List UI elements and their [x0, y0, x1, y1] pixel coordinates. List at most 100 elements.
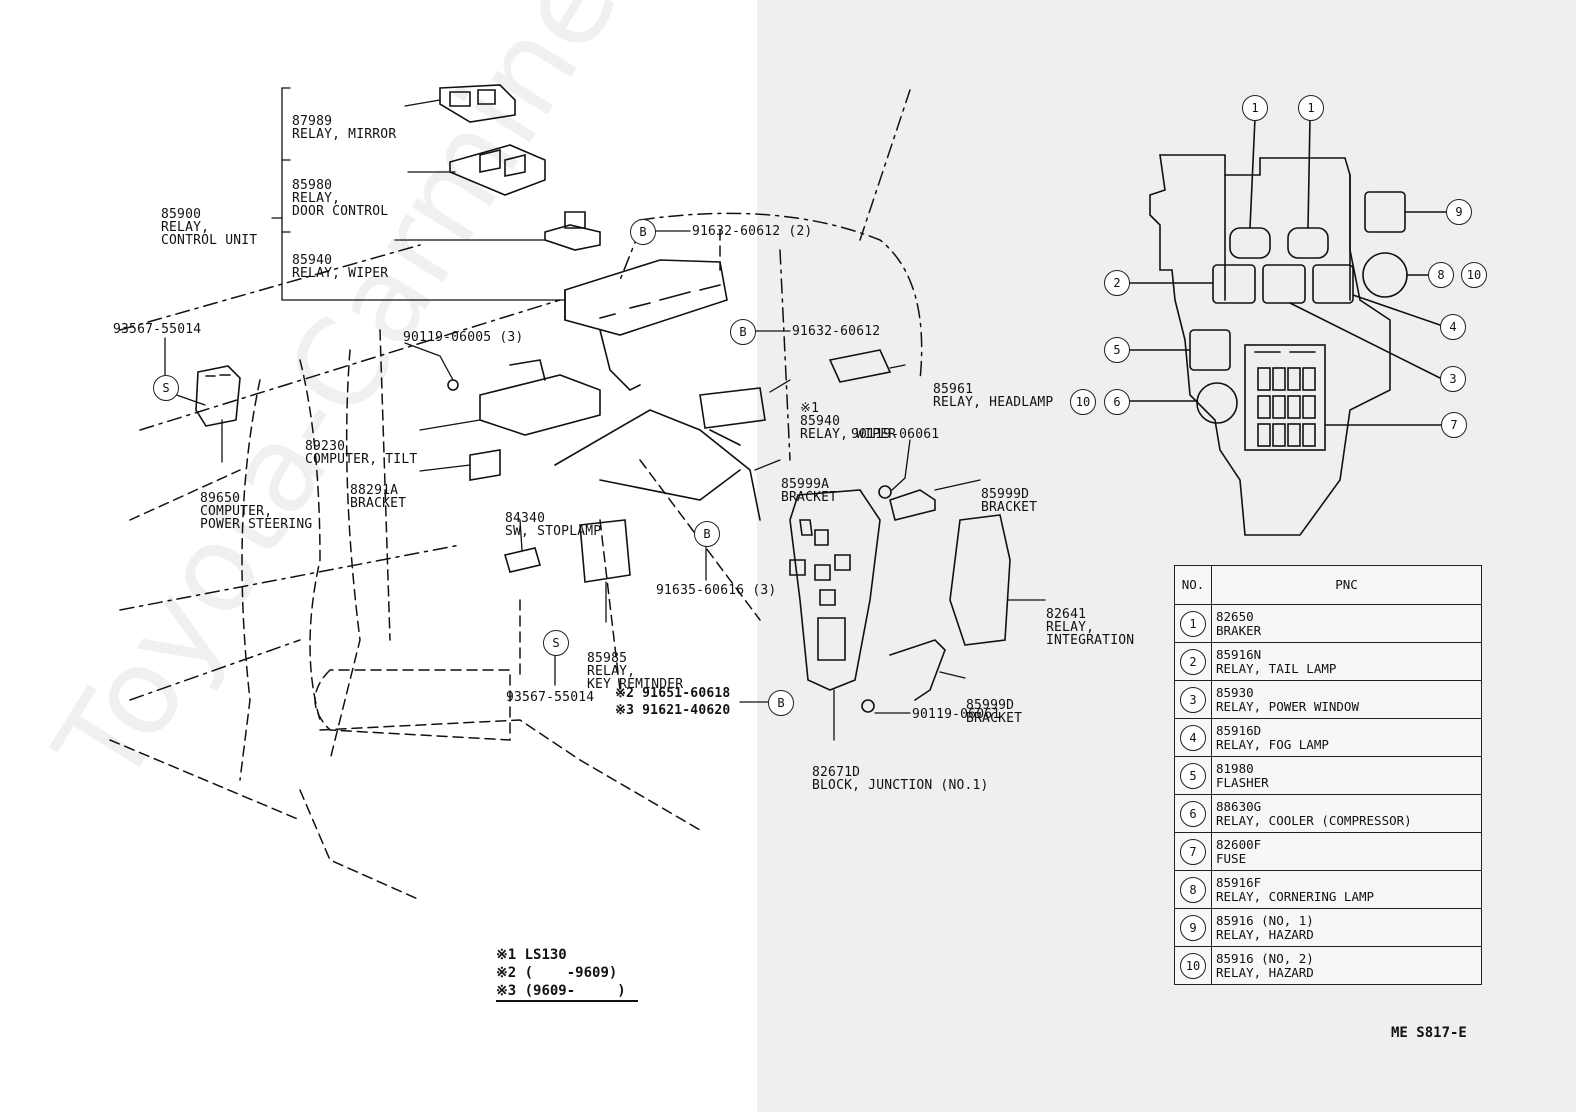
screw-shape — [447, 379, 459, 391]
bolt-lower-shape — [861, 699, 875, 713]
layout-callout-2: 2 — [1104, 270, 1130, 296]
fuse-block-layout-outline — [1128, 117, 1448, 536]
row-number: 10 — [1180, 952, 1206, 979]
stoplamp-switch-shape — [503, 547, 542, 573]
bracket-88291a-shape — [469, 449, 501, 481]
bolt-upper-shape — [878, 485, 892, 499]
row-pnc: 85916N — [1216, 646, 1262, 662]
relay-wiper-small-shape — [544, 211, 601, 251]
row-name: RELAY, TAIL LAMP — [1216, 660, 1337, 676]
row-name: FLASHER — [1216, 774, 1269, 790]
layout-callout-1b: 1 — [1298, 95, 1324, 121]
marker-b-2: B — [730, 319, 756, 345]
row-pnc: 82600F — [1216, 836, 1262, 852]
row-name: RELAY, FOG LAMP — [1216, 736, 1329, 752]
row-pnc: 85916 (NO, 1) — [1216, 912, 1314, 928]
model-notes: ※1 LS130 ※2 ( -9609) ※3 (9609- ) — [496, 946, 638, 1002]
layout-callout-3: 3 — [1440, 366, 1466, 392]
control-unit-relay-shape — [564, 259, 728, 391]
label-91651-60618: ※2 91651-60618 — [615, 686, 731, 701]
row-name: RELAY, POWER WINDOW — [1216, 698, 1359, 714]
note-3: ※3 (9609- ) — [496, 983, 626, 999]
note-1: ※1 LS130 — [496, 947, 567, 963]
row-pnc: 88630G — [1216, 798, 1262, 814]
layout-callout-10b: 10 — [1070, 389, 1096, 415]
row-number: 4 — [1180, 724, 1206, 751]
table-row: 9 85916 (NO, 1)RELAY, HAZARD — [1174, 908, 1482, 947]
row-number: 9 — [1180, 914, 1206, 941]
bracket-85999a-shape — [554, 409, 761, 521]
layout-callout-4: 4 — [1440, 314, 1466, 340]
junction-block-shape — [789, 489, 881, 691]
body-outline-dashed — [119, 89, 923, 701]
label-93567-55014-left: 93567-55014 — [113, 322, 202, 337]
row-pnc: 81980 — [1216, 760, 1254, 776]
marker-b-3: B — [694, 521, 720, 547]
header-pnc: PNC — [1211, 565, 1482, 605]
header-no: NO. — [1174, 565, 1212, 605]
layout-callout-7: 7 — [1441, 412, 1467, 438]
row-number: 1 — [1180, 610, 1206, 637]
computer-tilt-shape — [479, 359, 601, 436]
row-name: RELAY, CORNERING LAMP — [1216, 888, 1375, 904]
row-number: 8 — [1180, 876, 1206, 903]
row-pnc: 85930 — [1216, 684, 1254, 700]
leader-lines — [164, 87, 1046, 741]
row-pnc: 85916F — [1216, 874, 1262, 890]
row-number: 7 — [1180, 838, 1206, 865]
layout-callout-10a: 10 — [1461, 262, 1487, 288]
row-name: RELAY, COOLER (COMPRESSOR) — [1216, 812, 1412, 828]
label-91621-40620: ※3 91621-40620 — [615, 703, 731, 718]
relay-integration-shape — [949, 514, 1011, 646]
relay-door-control-shape — [449, 144, 546, 196]
bracket-85999d-lower-shape — [889, 639, 946, 701]
label-90119-06061-upper: 90119-06061 — [851, 427, 940, 442]
layout-callout-8: 8 — [1428, 262, 1454, 288]
row-name: FUSE — [1216, 850, 1247, 866]
row-number: 6 — [1180, 800, 1206, 827]
relay-mirror-shape — [439, 84, 516, 123]
relay-key-reminder-shape — [579, 519, 631, 583]
row-pnc: 85916 (NO, 2) — [1216, 950, 1314, 966]
row-number: 5 — [1180, 762, 1206, 789]
note-2: ※2 ( -9609) — [496, 965, 618, 981]
row-name: RELAY, HAZARD — [1216, 964, 1314, 980]
layout-callout-9: 9 — [1446, 199, 1472, 225]
label-93567-55014-lower: 93567-55014 — [506, 690, 595, 705]
pillar-dashed — [109, 229, 761, 901]
row-pnc: 85916D — [1216, 722, 1262, 738]
marker-s-1: S — [153, 375, 179, 401]
label-90119-06061-lower: 90119-06061 — [912, 707, 1001, 722]
row-pnc: 82650 — [1216, 608, 1254, 624]
bracket-85999d-upper-shape — [889, 489, 936, 521]
row-name: RELAY, HAZARD — [1216, 926, 1314, 942]
pnc-table-header-row: NO. PNC — [1174, 565, 1482, 605]
layout-callout-1a: 1 — [1242, 95, 1268, 121]
table-row: 10 85916 (NO, 2)RELAY, HAZARD — [1174, 946, 1482, 985]
label-90119-06005: 90119-06005 (3) — [403, 330, 524, 345]
layout-callout-5: 5 — [1104, 337, 1130, 363]
relay-headlamp-shape — [828, 349, 892, 383]
